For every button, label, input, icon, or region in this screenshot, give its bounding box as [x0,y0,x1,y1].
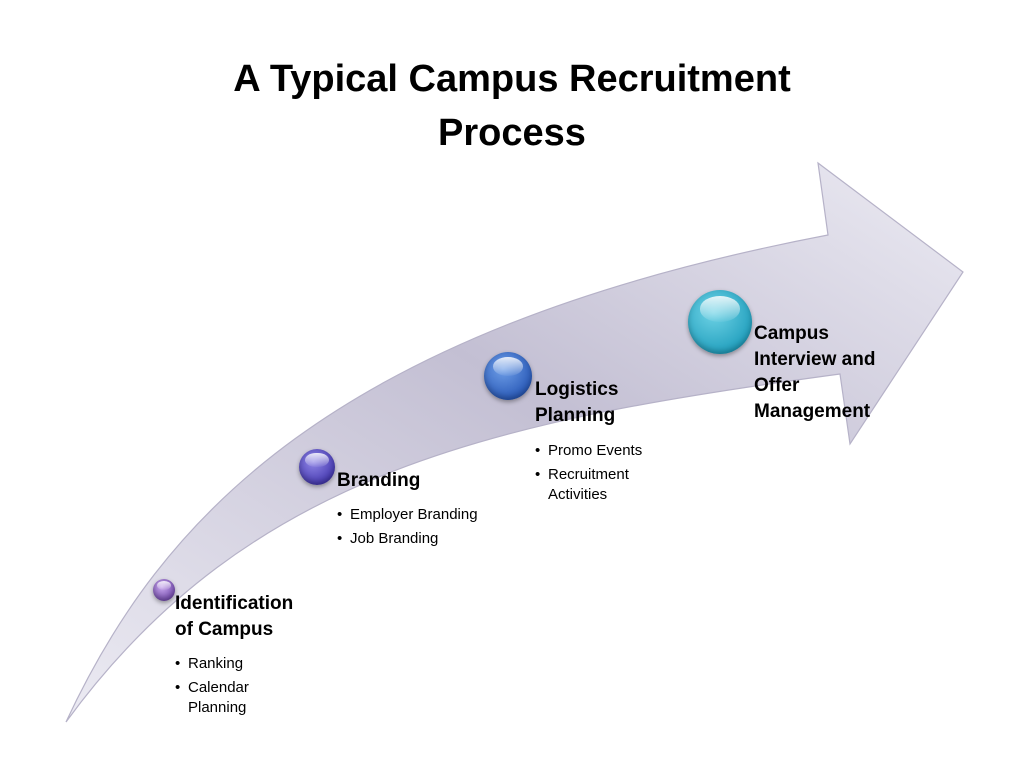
slide-title-line-2: Process [438,112,586,154]
step-label-line: of Campus [175,619,274,640]
bullet-item: Employer Branding [337,505,517,525]
step-bullets-identification: Ranking Calendar Planning [175,654,315,722]
step-bullets-logistics: Promo Events Recruitment Activities [535,441,695,509]
bullet-item: Ranking [175,654,315,674]
step-label-line: Management [754,401,871,422]
step-label-line: Planning [535,405,616,426]
bullet-text: Activities [548,486,608,503]
bullet-item: Recruitment Activities [535,465,695,505]
bullet-text: Ranking [188,655,244,672]
bullet-text: Calendar [188,679,249,696]
step-label-line: Offer [754,375,800,396]
step-label-line: Identification [175,593,294,614]
bullet-text: Planning [188,699,247,716]
bullet-text: Job Branding [350,530,439,547]
step-label-line: Interview and [754,349,876,370]
step-bullets-branding: Employer Branding Job Branding [337,505,517,553]
bullet-item: Calendar Planning [175,678,315,718]
step-label-logistics: Logistics Planning [535,377,618,429]
step-marker-identification [153,579,175,601]
bullet-item: Promo Events [535,441,695,461]
step-marker-campus-interview [688,290,752,354]
step-label-branding: Branding [337,468,420,494]
step-label-campus-interview: Campus Interview and Offer Management [754,321,875,425]
step-marker-branding [299,449,335,485]
slide-title: A Typical Campus Recruitment Process [0,52,1024,160]
slide-title-line-1: A Typical Campus Recruitment [233,58,791,100]
step-label-line: Logistics [535,379,619,400]
bullet-text: Promo Events [548,442,643,459]
bullet-text: Employer Branding [350,506,478,523]
step-marker-logistics [484,352,532,400]
bullet-item: Job Branding [337,529,517,549]
step-label-line: Branding [337,470,421,491]
step-label-identification: Identification of Campus [175,591,293,643]
bullet-text: Recruitment [548,466,629,483]
step-label-line: Campus [754,323,829,344]
